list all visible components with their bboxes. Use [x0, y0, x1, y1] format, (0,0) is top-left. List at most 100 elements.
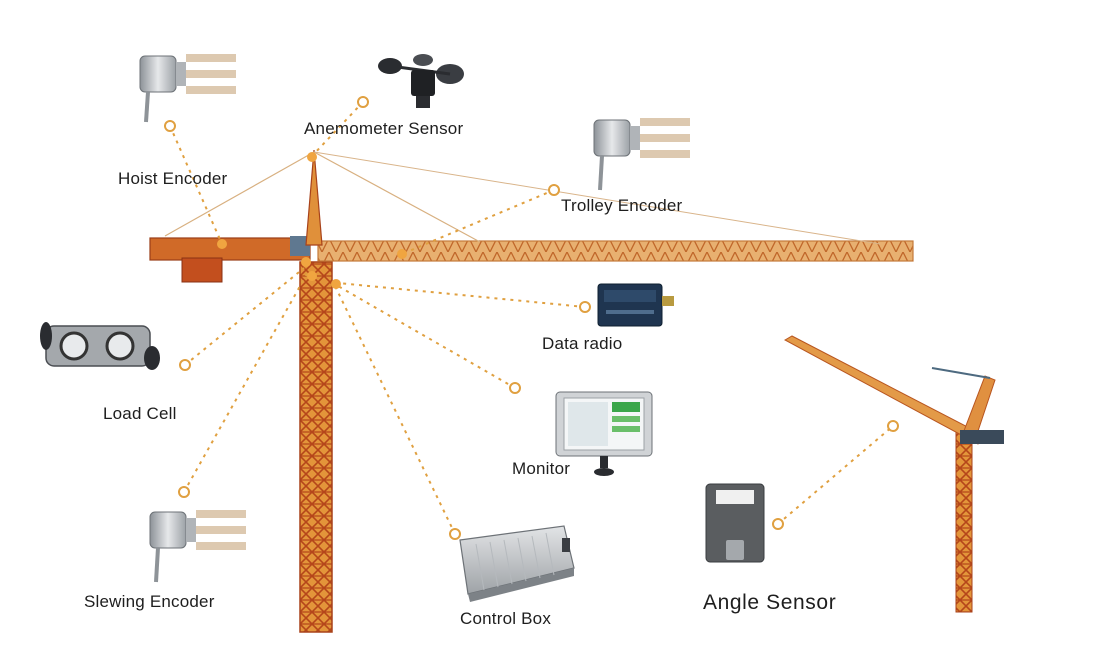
connector-hoist-encoder — [169, 125, 223, 245]
encoder-plate — [196, 542, 246, 550]
trolley-encoder-device — [593, 118, 690, 191]
encoder-plate — [186, 70, 236, 78]
encoder-cable — [598, 155, 604, 191]
encoder-plate — [640, 150, 690, 158]
point-anemometer — [307, 152, 317, 162]
label-data-radio: Data radio — [542, 334, 623, 353]
connector-control-box — [335, 287, 456, 535]
radio-connector — [662, 296, 674, 306]
encoder-cable — [144, 91, 150, 123]
label-control-box: Control Box — [460, 609, 552, 628]
point-trolley — [397, 249, 407, 259]
encoder-shaft — [176, 62, 186, 86]
small-crane-mast — [955, 429, 973, 613]
monitor-stand — [600, 456, 608, 468]
anemometer-cup — [413, 54, 433, 66]
counterweight — [181, 257, 223, 283]
monitor-base — [594, 468, 614, 476]
data-radio-device — [597, 283, 674, 327]
small-luffing-crane — [783, 335, 1004, 613]
encoder-body — [593, 119, 631, 157]
label-trolley-encoder: Trolley Encoder — [561, 196, 683, 215]
crane-counter-jib — [149, 237, 311, 261]
control-box-fins — [475, 532, 555, 591]
radio-label — [606, 310, 654, 314]
ring-small-crane — [887, 420, 899, 432]
connector-data-radio — [337, 282, 586, 308]
connector-angle-sensor — [777, 425, 894, 525]
anemometer-housing — [411, 70, 435, 96]
ring-anemometer — [357, 96, 369, 108]
angle-sensor-gland — [726, 540, 744, 560]
control-box-connector — [562, 538, 570, 552]
anemometer-device — [378, 54, 464, 108]
radio-panel — [604, 290, 656, 302]
main-tower-crane — [149, 149, 914, 633]
crane-jib — [317, 240, 914, 262]
monitor-screen-bar — [612, 416, 640, 422]
point-load — [301, 257, 311, 267]
anemometer-base — [416, 96, 430, 108]
point-slewing — [307, 271, 317, 281]
load-cell-shackle — [40, 322, 52, 350]
label-slewing-encoder: Slewing Encoder — [84, 592, 215, 611]
encoder-plate — [196, 510, 246, 518]
load-cell-shackle — [144, 346, 160, 370]
counter-jib-tie — [164, 151, 315, 237]
angle-sensor-label — [716, 490, 754, 504]
ring-angle-sensor — [772, 518, 784, 530]
ring-load-cell — [179, 359, 191, 371]
encoder-shaft — [630, 126, 640, 150]
label-monitor: Monitor — [512, 459, 571, 478]
crane-mast — [299, 261, 333, 633]
label-hoist-encoder: Hoist Encoder — [118, 169, 228, 188]
monitor-screen-bar — [612, 426, 640, 432]
connector-slewing-encoder — [183, 271, 309, 493]
encoder-body — [149, 511, 187, 549]
small-crane-cab — [960, 430, 1004, 444]
ring-control-box — [449, 528, 461, 540]
encoder-shaft — [186, 518, 196, 542]
jib-tie-inner — [313, 151, 481, 243]
encoder-plate — [640, 134, 690, 142]
encoder-plate — [196, 526, 246, 534]
connector-trolley-encoder — [401, 189, 555, 255]
angle-sensor-device — [705, 483, 765, 563]
ring-monitor — [509, 382, 521, 394]
label-angle-sensor: Angle Sensor — [703, 591, 837, 614]
monitor-device — [555, 391, 653, 476]
point-controller — [331, 279, 341, 289]
operator-cab — [290, 236, 310, 256]
monitor-screen-status — [612, 402, 640, 412]
jib-tie-outer — [313, 151, 881, 245]
label-load-cell: Load Cell — [103, 404, 177, 423]
connector-lines — [169, 101, 894, 535]
hoist-encoder-device — [139, 54, 236, 123]
connector-monitor — [337, 285, 516, 389]
connector-rings — [164, 96, 899, 540]
ring-data-radio — [579, 301, 591, 313]
encoder-plate — [186, 86, 236, 94]
load-cell-device — [40, 322, 160, 370]
control-box-device — [459, 525, 575, 602]
crane-sensor-points — [217, 152, 407, 289]
connector-load-cell — [184, 267, 305, 366]
encoder-plate — [640, 118, 690, 126]
slewing-encoder-device — [149, 510, 246, 583]
encoder-cable — [154, 547, 160, 583]
monitor-screen-left — [568, 402, 608, 446]
ring-hoist-encoder — [164, 120, 176, 132]
ring-trolley-encoder — [548, 184, 560, 196]
crane-apex — [305, 149, 323, 246]
control-box-side — [468, 568, 574, 602]
small-crane-jib — [783, 335, 986, 445]
load-cell-eye — [59, 331, 89, 361]
load-cell-eye — [105, 331, 135, 361]
label-anemometer-sensor: Anemometer Sensor — [304, 119, 464, 138]
ring-slewing-encoder — [178, 486, 190, 498]
point-hoist — [217, 239, 227, 249]
small-crane-counter-jib — [931, 367, 991, 379]
encoder-body — [139, 55, 177, 93]
